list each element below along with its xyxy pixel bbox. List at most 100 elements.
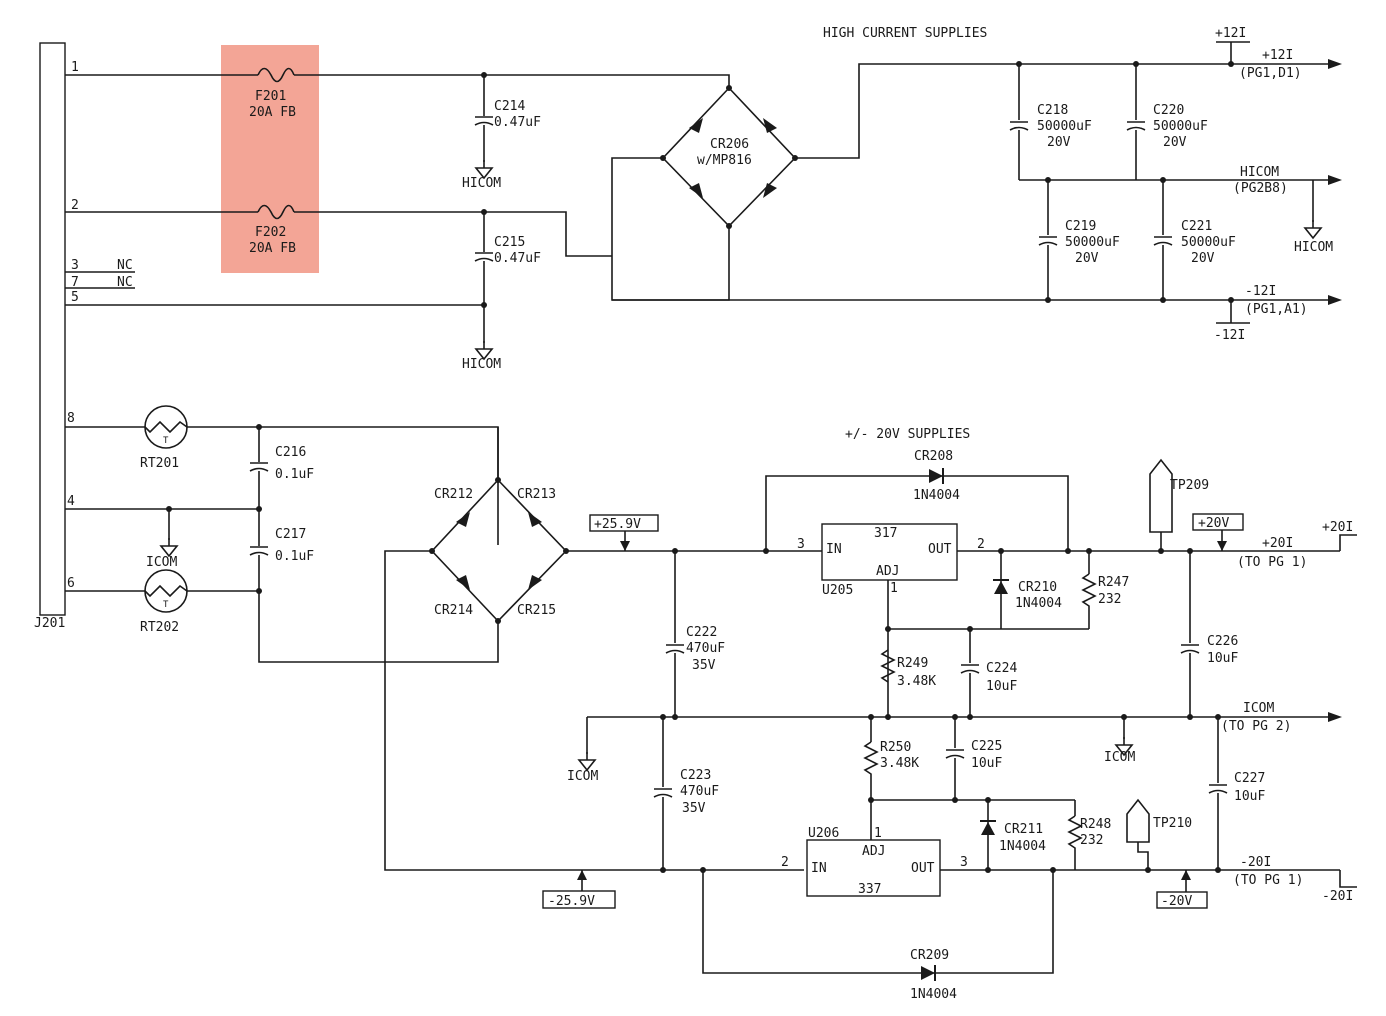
- hicom-dest: (PG2B8): [1233, 181, 1288, 196]
- top-junctions: [481, 61, 1234, 308]
- pin-7: 7: [71, 275, 79, 290]
- m20i-right: -20I: [1322, 889, 1353, 904]
- cr209-diode: [921, 965, 936, 981]
- u206-pin-in: 2: [781, 855, 789, 870]
- rt201-ref: RT201: [140, 456, 179, 471]
- c214-value: 0.47uF: [494, 115, 541, 130]
- arrow-12i: [1328, 59, 1342, 69]
- j201-label: J201: [34, 616, 65, 631]
- cr206-part: w/MP816: [697, 153, 752, 168]
- p12i-top: +12I: [1215, 26, 1246, 41]
- hicom-label-2: HICOM: [462, 357, 501, 372]
- cr211-ref: CR211: [1004, 822, 1043, 837]
- fuse-highlight: [221, 45, 319, 273]
- c217-cap: [249, 546, 269, 556]
- c219-value: 50000uF: [1065, 235, 1120, 250]
- icom-label-3: ICOM: [1104, 750, 1135, 765]
- c226-ref: C226: [1207, 634, 1238, 649]
- c222-value: 470uF: [686, 641, 725, 656]
- u205-out: OUT: [928, 542, 952, 557]
- lower-left-junctions: [166, 424, 569, 624]
- c215-ref: C215: [494, 235, 525, 250]
- f202-ref: F202: [255, 225, 286, 240]
- cr209-part: 1N4004: [910, 987, 957, 1002]
- cr206-diodes: [689, 118, 777, 198]
- p12i-arrow-label: +12I: [1262, 48, 1293, 63]
- c225-ref: C225: [971, 739, 1002, 754]
- c215-value: 0.47uF: [494, 251, 541, 266]
- lower-bridge-diodes: [456, 512, 542, 590]
- f201-ref: F201: [255, 89, 286, 104]
- icom-ground-2: [578, 751, 596, 771]
- u206-regulator: ADJ IN OUT 337 U206 2 3 1: [781, 826, 968, 897]
- f202-value: 20A FB: [249, 241, 296, 256]
- m12i-bottom: -12I: [1214, 328, 1245, 343]
- pin-8: 8: [67, 411, 75, 426]
- cr212-ref: CR212: [434, 487, 473, 502]
- hicom-label-1: HICOM: [462, 176, 501, 191]
- c224-ref: C224: [986, 661, 1017, 676]
- c222-volt: 35V: [692, 658, 716, 673]
- u205-in: IN: [826, 542, 842, 557]
- cr208-diode: [929, 468, 944, 484]
- r248-ref: R248: [1080, 817, 1111, 832]
- c223-volt: 35V: [682, 801, 706, 816]
- m20i-dest: (TO PG 1): [1233, 873, 1303, 888]
- p20i-dest: (TO PG 1): [1237, 555, 1307, 570]
- c217-ref: C217: [275, 527, 306, 542]
- c222-ref: C222: [686, 625, 717, 640]
- pin-1: 1: [71, 60, 79, 75]
- r247-value: 232: [1098, 592, 1121, 607]
- pin-4: 4: [67, 494, 75, 509]
- pin-5: 5: [71, 290, 79, 305]
- u205-pin-adj: 1: [890, 581, 898, 596]
- tp210-testpoint: [1126, 798, 1150, 843]
- high-current-wires: [65, 41, 1328, 343]
- c224-value: 10uF: [986, 679, 1017, 694]
- cr215-ref: CR215: [517, 603, 556, 618]
- c216-value: 0.1uF: [275, 467, 314, 482]
- c221-value: 50000uF: [1181, 235, 1236, 250]
- c220-ref: C220: [1153, 103, 1184, 118]
- u206-in: IN: [811, 861, 827, 876]
- r249-value: 3.48K: [897, 674, 936, 689]
- c219-ref: C219: [1065, 219, 1096, 234]
- r248-value: 232: [1080, 833, 1103, 848]
- cr210-part: 1N4004: [1015, 596, 1062, 611]
- pin-2: 2: [71, 198, 79, 213]
- supplies-20v-title: +/- 20V SUPPLIES: [845, 427, 970, 442]
- c216-ref: C216: [275, 445, 306, 460]
- tp210-label: TP210: [1153, 816, 1192, 831]
- r250-ref: R250: [880, 740, 911, 755]
- pin-6: 6: [67, 576, 75, 591]
- c220-value: 50000uF: [1153, 119, 1208, 134]
- cr208-part: 1N4004: [913, 488, 960, 503]
- m20v-box: -20V: [1156, 891, 1208, 909]
- c227-value: 10uF: [1234, 789, 1265, 804]
- rt201-thermistor: T: [144, 405, 188, 449]
- rail-arrows: [577, 541, 1227, 880]
- r247-ref: R247: [1098, 575, 1129, 590]
- hicom-label-3: HICOM: [1294, 240, 1333, 255]
- u205-pin-in: 3: [797, 537, 805, 552]
- c214-ref: C214: [494, 99, 525, 114]
- c223-value: 470uF: [680, 784, 719, 799]
- m259v-label: -25.9V: [548, 894, 595, 909]
- p259v-label: +25.9V: [594, 517, 641, 532]
- cr210-diode: [993, 579, 1009, 594]
- c219-volt: 20V: [1075, 251, 1099, 266]
- p20v-box: +20V: [1192, 513, 1244, 531]
- m12i-arrow-label: -12I: [1245, 284, 1276, 299]
- nc-7: NC: [117, 275, 133, 290]
- p20v-label: +20V: [1198, 516, 1229, 531]
- p20i-arrow-label: +20I: [1262, 536, 1293, 551]
- c216-cap: [249, 462, 269, 472]
- p259v-box: +25.9V: [589, 514, 659, 532]
- cr210-ref: CR210: [1018, 580, 1057, 595]
- f201-value: 20A FB: [249, 105, 296, 120]
- cr211-diode: [980, 820, 996, 835]
- icom-label-2: ICOM: [567, 769, 598, 784]
- icom-ground-left: [160, 537, 178, 557]
- rt201-t: T: [163, 436, 169, 446]
